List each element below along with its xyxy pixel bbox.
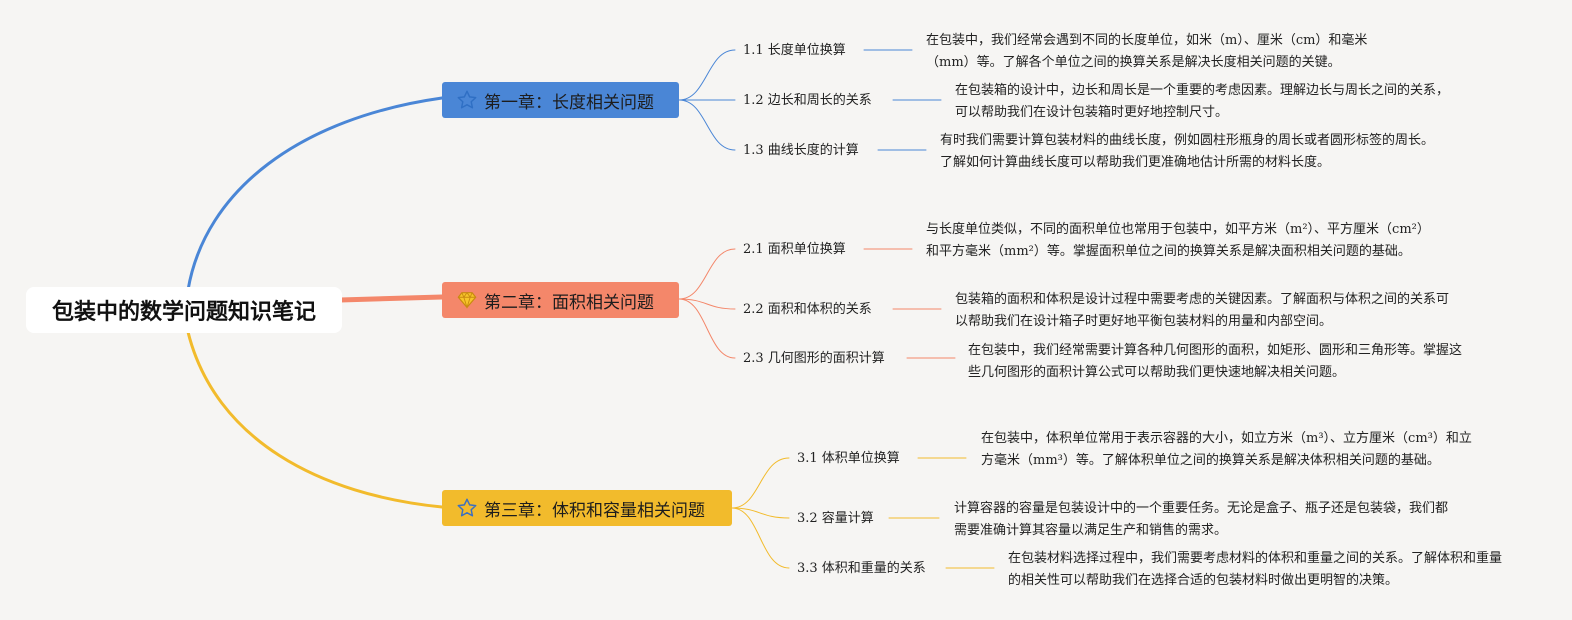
topic-3-2-desc: 计算容器的容量是包装设计中的一个重要任务。无论是盒子、瓶子还是包装袋，我们都需要…: [954, 501, 1449, 538]
chapter-2-link-topic-1: [678, 248, 736, 300]
chapter-1-link-topic-1: [678, 49, 736, 101]
topic-1-2-desc: 在包装箱的设计中，边长和周长是一个重要的考虑因素。理解边长与周长之间的关系，可以…: [955, 83, 1450, 120]
topic-1-1[interactable]: 1.1 长度单位换算: [743, 43, 846, 58]
chapter-3-link-topic-3: [731, 507, 790, 569]
root-title: 包装中的数学问题知识笔记: [51, 300, 316, 325]
chapter-3-link-topic-2: [731, 507, 790, 519]
topic-3-1[interactable]: 3.1 体积单位换算: [797, 451, 900, 466]
topic-2-3[interactable]: 2.3 几何图形的面积计算: [743, 351, 885, 366]
root-link-chapter-1: [186, 96, 444, 292]
chapter-3-link-topic-1: [731, 457, 790, 509]
topic-1-3[interactable]: 1.3 曲线长度的计算: [743, 143, 859, 158]
topic-3-2[interactable]: 3.2 容量计算: [797, 511, 874, 526]
chapter-2-title: 第二章：面积相关问题: [484, 292, 654, 313]
topic-2-1-desc: 与长度单位类似，不同的面积单位也常用于包装中，如平方米（m²）、平方厘米（cm²…: [926, 222, 1430, 259]
topic-1-2[interactable]: 1.2 边长和周长的关系: [743, 93, 872, 108]
star-outline-icon: [456, 497, 478, 519]
chapter-2-node[interactable]: 第二章：面积相关问题: [442, 282, 679, 318]
star-outline-icon: [456, 89, 478, 111]
topic-1-1-desc: 在包装中，我们经常会遇到不同的长度单位，如米（m）、厘米（cm）和毫米（mm）等…: [926, 33, 1368, 70]
chapter-1-link-topic-3: [678, 99, 736, 151]
topic-2-2[interactable]: 2.2 面积和体积的关系: [743, 302, 872, 317]
chapter-2-link-topic-3: [678, 298, 736, 359]
topic-2-2-desc: 包装箱的面积和体积是设计过程中需要考虑的关键因素。了解面积与体积之间的关系可以帮…: [955, 292, 1450, 329]
topic-2-3-desc: 在包装中，我们经常需要计算各种几何图形的面积，如矩形、圆形和三角形等。掌握这些几…: [968, 343, 1463, 380]
chapter-3-title: 第三章：体积和容量相关问题: [484, 500, 705, 521]
topic-2-1[interactable]: 2.1 面积单位换算: [743, 242, 846, 257]
chapter-1-node[interactable]: 第一章：长度相关问题: [442, 82, 679, 118]
topic-1-3-desc: 有时我们需要计算包装材料的曲线长度，例如圆柱形瓶身的周长或者圆形标签的周长。了解…: [940, 133, 1435, 170]
root-node[interactable]: 包装中的数学问题知识笔记: [26, 287, 342, 333]
topic-3-3[interactable]: 3.3 体积和重量的关系: [797, 561, 926, 576]
gem-icon: [456, 289, 478, 311]
chapter-3-node[interactable]: 第三章：体积和容量相关问题: [442, 490, 732, 526]
topic-3-3-desc: 在包装材料选择过程中，我们需要考虑材料的体积和重量之间的关系。了解体积和重量的相…: [1008, 551, 1503, 588]
chapter-2-link-topic-2: [678, 298, 736, 310]
topic-3-1-desc: 在包装中，体积单位常用于表示容器的大小，如立方米（m³）、立方厘米（cm³）和立…: [981, 431, 1472, 468]
chapter-1-title: 第一章：长度相关问题: [484, 92, 654, 113]
root-link-chapter-2: [337, 294, 445, 303]
root-link-chapter-3: [186, 330, 444, 509]
